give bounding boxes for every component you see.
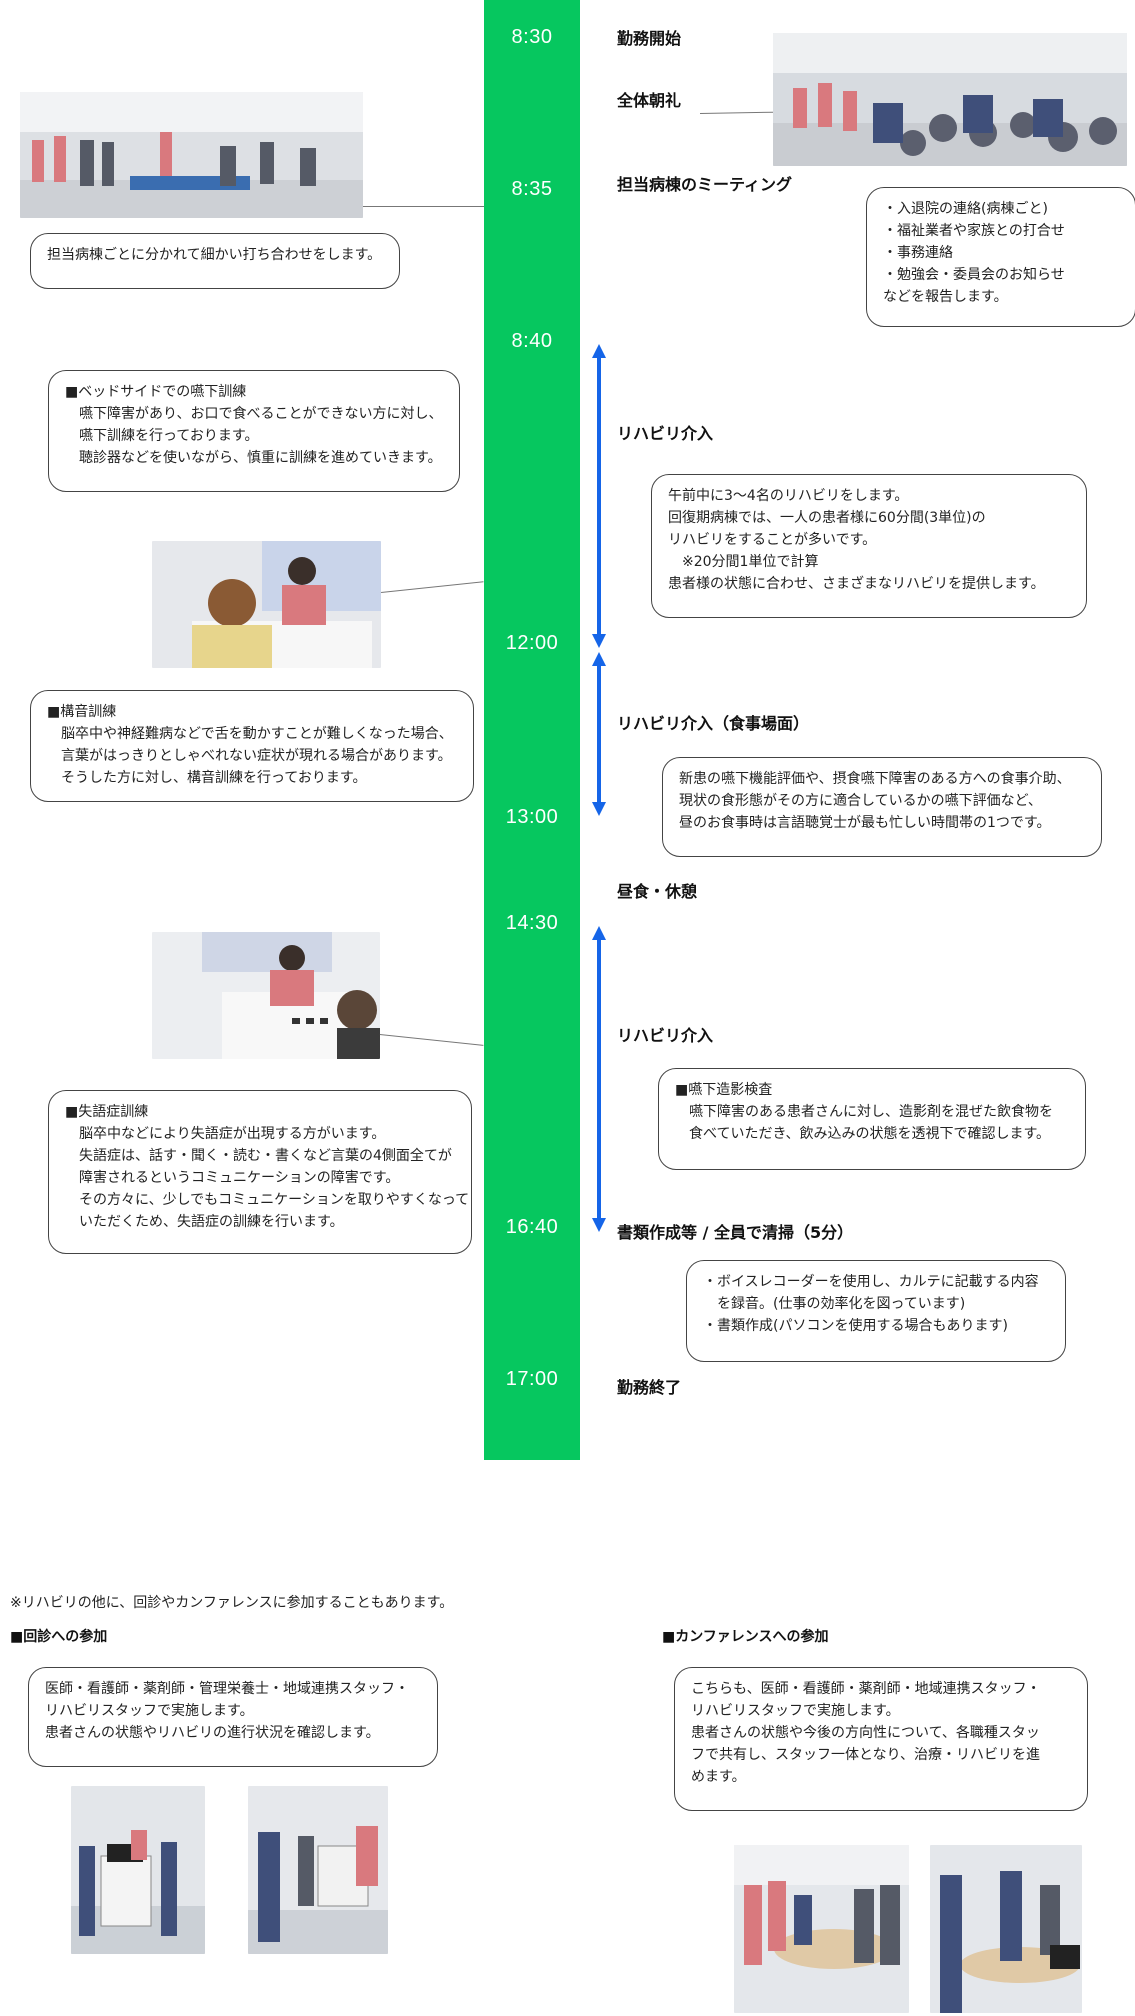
label-end: 勤務終了 (617, 1378, 682, 1397)
paperwork-bubble: ・ボイスレコーダーを使用し、カルテに記載する内容 を録音。(仕事の効率化を図って… (686, 1260, 1066, 1362)
rounds-bubble: 医師・看護師・薬剤師・管理栄養士・地域連携スタッフ・ リハビリスタッフで実施しま… (28, 1667, 438, 1767)
report-bubble: ・入退院の連絡(病棟ごと) ・福祉業者や家族との打合せ ・事務連絡 ・勉強会・委… (866, 187, 1135, 327)
time-1700: 17:00 (505, 1368, 559, 1390)
morning-rehab-bubble: 午前中に3～4名のリハビリをします。 回復期病棟では、一人の患者様に60分間(3… (651, 474, 1087, 618)
swallow-training-bubble: ■ベッドサイドでの嚥下訓練 嚥下障害があり、お口で食べることができない方に対し、… (48, 370, 460, 492)
rehab-2-range-arrow (592, 926, 606, 1232)
label-assembly: 全体朝礼 (617, 91, 682, 110)
conference-photo-2 (930, 1845, 1082, 2013)
rehab-1-range-arrow (592, 344, 606, 648)
ward-group-bubble: 担当病棟ごとに分かれて細かい打ち合わせをします。 (30, 233, 400, 289)
extra-note: ※リハビリの他に、回診やカンファレンスに参加することもあります。 (10, 1595, 454, 1611)
rounds-photo-1 (71, 1786, 205, 1954)
swallow-training-photo (152, 541, 381, 668)
assembly-connector (700, 111, 774, 114)
meal-bubble: 新患の嚥下機能評価や、摂食嚥下障害のある方への食事介助、 現状の食形態がその方に… (662, 757, 1102, 857)
ward-meeting-connector (363, 206, 484, 207)
time-1640: 16:40 (505, 1216, 559, 1238)
label-ward-meeting: 担当病棟のミーティング (617, 175, 793, 194)
conference-photo-1 (734, 1845, 909, 2013)
timeline-bar (484, 0, 580, 1460)
label-rehab-meal: リハビリ介入（食事場面） (617, 714, 810, 733)
label-rehab-1: リハビリ介入 (617, 424, 714, 443)
ward-meeting-photo (20, 92, 363, 218)
rehab-meal-range-arrow (592, 652, 606, 816)
aphasia-training-photo (152, 932, 380, 1059)
time-0840: 8:40 (511, 330, 553, 352)
conference-heading: ■カンファレンスへの参加 (662, 1629, 829, 1645)
time-0835: 8:35 (511, 178, 553, 200)
rounds-heading: ■回診への参加 (10, 1629, 108, 1645)
time-1430: 14:30 (505, 912, 559, 934)
aphasia-training-connector (379, 1034, 484, 1046)
label-rehab-2: リハビリ介入 (617, 1026, 714, 1045)
swallow-training-connector (381, 581, 484, 593)
conference-bubble: こちらも、医師・看護師・薬剤師・地域連携スタッフ・ リハビリスタッフで実施します… (674, 1667, 1088, 1811)
time-1200: 12:00 (505, 632, 559, 654)
assembly-photo (773, 33, 1127, 166)
articulation-bubble: ■構音訓練 脳卒中や神経難病などで舌を動かすことが難しくなった場合、 言葉がはっ… (30, 690, 474, 802)
vf-bubble: ■嚥下造影検査 嚥下障害のある患者さんに対し、造影剤を混ぜた飲食物を 食べていた… (658, 1068, 1086, 1170)
aphasia-bubble: ■失語症訓練 脳卒中などにより失語症が出現する方がいます。 失語症は、話す・聞く… (48, 1090, 472, 1254)
time-1300: 13:00 (505, 806, 559, 828)
rounds-photo-2 (248, 1786, 388, 1954)
time-0830: 8:30 (511, 26, 553, 48)
label-start: 勤務開始 (617, 29, 682, 48)
label-lunch: 昼食・休憩 (617, 882, 698, 901)
label-paperwork: 書類作成等 / 全員で清掃（5分） (617, 1223, 854, 1242)
